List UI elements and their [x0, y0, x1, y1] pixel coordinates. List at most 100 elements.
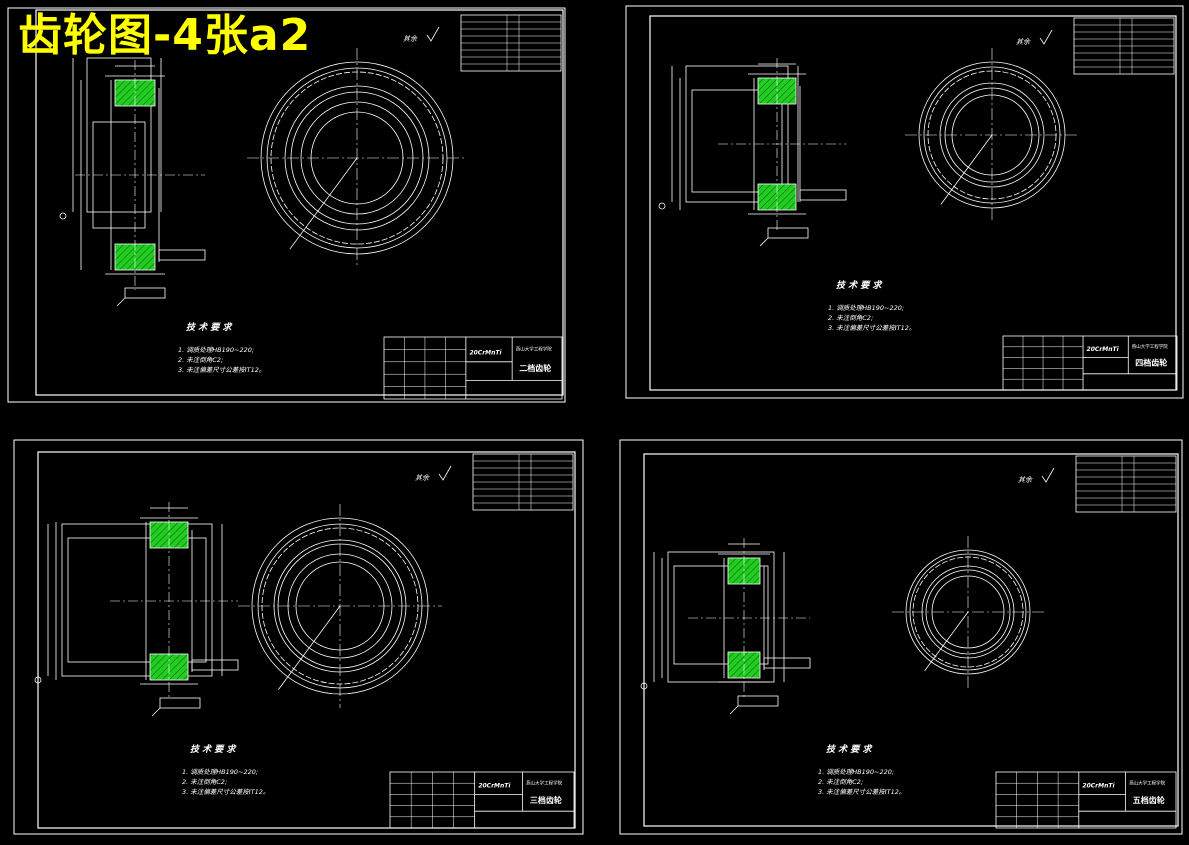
title-block-material: 20CrMnTi: [478, 783, 511, 790]
leader-line: [116, 297, 126, 307]
roughness-icon: [438, 465, 452, 481]
tech-note: 1. 调质处理HB190~220;: [828, 304, 904, 312]
tolerance-frame: [191, 659, 239, 671]
parameter-table: [1073, 17, 1175, 75]
tolerance-frame: [763, 657, 811, 669]
title-block-part-name: 三档齿轮: [530, 795, 562, 805]
roughness-icon: [426, 26, 440, 42]
bore-outline: [67, 537, 207, 663]
tech-heading: 技 术 要 求: [836, 280, 883, 291]
tolerance-frame: [158, 249, 206, 261]
tech-note: 3. 未注偏差尺寸公差按IT12。: [182, 788, 269, 796]
tech-note: 2. 未注倒角C2;: [178, 356, 223, 364]
end-view: [238, 504, 442, 708]
leader-line: [759, 237, 769, 247]
drawing-sheet-3: 其余技 术 要 求 1. 调质处理HB190~220; 2. 未注倒角C2; 3. 未…: [13, 439, 584, 835]
radius-leader: [924, 611, 969, 672]
leader-line: [729, 705, 739, 715]
sheet-border-inner: [649, 15, 1177, 391]
parameter-table: [1075, 455, 1177, 513]
leader-line: [151, 707, 161, 717]
parameter-table: [472, 453, 574, 511]
section-view: [658, 58, 847, 247]
title-block-material: 20CrMnTi: [1082, 783, 1115, 790]
tech-note: 2. 未注倒角C2;: [818, 778, 863, 786]
sheet-border-inner: [643, 453, 1179, 827]
title-block-part-name: 二档齿轮: [519, 363, 551, 373]
sheet-border-outer: [7, 7, 566, 403]
radius-leader: [289, 157, 358, 250]
title-block-school: 燕山大学工程学院: [1129, 779, 1165, 786]
title-block-frame: [389, 771, 575, 829]
tech-note: 3. 未注偏差尺寸公差按IT12。: [178, 366, 265, 374]
tech-note: 1. 调质处理HB190~220;: [818, 768, 894, 776]
title-block-school: 燕山大学工程学院: [526, 779, 562, 786]
datum-symbol: [34, 676, 42, 684]
drawing-sheet-1: 其余技 术 要 求 1. 调质处理HB190~220; 2. 未注倒角C2; 3. 未…: [7, 7, 566, 403]
parameter-table: [460, 14, 562, 72]
drawing-sheet-2: 其余技 术 要 求 1. 调质处理HB190~220; 2. 未注倒角C2; 3. 未…: [625, 5, 1184, 399]
title-block-part-name: 四档齿轮: [1135, 358, 1167, 368]
title-block-frame: [383, 336, 563, 400]
sheet-border-outer: [625, 5, 1184, 399]
roughness-icon: [1041, 467, 1055, 483]
page-title: 齿轮图-4张a2: [18, 10, 312, 61]
tolerance-frame: [159, 697, 201, 709]
datum-symbol: [658, 202, 666, 210]
gear-circle: [909, 553, 1027, 671]
title-block-part-name: 五档齿轮: [1133, 795, 1165, 805]
sheet-border-inner: [37, 451, 576, 829]
section-view: [34, 502, 239, 717]
end-view: [892, 536, 1044, 688]
tech-note: 2. 未注倒角C2;: [828, 314, 873, 322]
roughness-label: 其余: [415, 474, 430, 482]
tech-note: 1. 调质处理HB190~220;: [182, 768, 258, 776]
drawing-sheet-4: 其余技 术 要 求 1. 调质处理HB190~220; 2. 未注倒角C2; 3. 未…: [619, 439, 1183, 835]
hub-outline: [86, 57, 152, 213]
roughness-label: 其余: [1016, 38, 1031, 46]
section-view: [59, 57, 206, 307]
tech-heading: 技 术 要 求: [186, 322, 233, 333]
sheet-border-outer: [619, 439, 1183, 835]
gear-circle: [905, 549, 1031, 675]
roughness-label: 其余: [403, 35, 418, 43]
tolerance-frame: [767, 227, 809, 239]
tech-heading: 技 术 要 求: [190, 744, 237, 755]
title-block-frame: [995, 771, 1177, 829]
section-view: [640, 538, 811, 715]
end-view: [905, 48, 1079, 222]
gear-rim-bottom: [149, 653, 189, 681]
title-block-frame: [1002, 335, 1178, 391]
hub-outline: [61, 523, 213, 677]
sheet-border-inner: [35, 9, 564, 396]
tolerance-frame: [124, 287, 166, 299]
bore-outline: [691, 89, 783, 193]
radius-leader: [278, 605, 341, 690]
title-block-school: 燕山大学工程学院: [1132, 343, 1168, 350]
bore-outline: [673, 565, 769, 665]
tech-note: 2. 未注倒角C2;: [182, 778, 227, 786]
title-block-material: 20CrMnTi: [469, 349, 502, 356]
tech-note: 3. 未注偏差尺寸公差按IT12。: [818, 788, 905, 796]
tech-note: 1. 调质处理HB190~220;: [178, 346, 254, 354]
roughness-icon: [1039, 29, 1053, 45]
tolerance-frame: [799, 189, 847, 201]
radius-leader: [940, 134, 993, 205]
sheet-border-outer: [13, 439, 584, 835]
tech-note: 3. 未注偏差尺寸公差按IT12。: [828, 324, 915, 332]
title-block-material: 20CrMnTi: [1087, 346, 1120, 353]
title-block-school: 燕山大学工程学院: [516, 346, 552, 353]
tolerance-frame: [737, 695, 779, 707]
hub-outline: [685, 65, 789, 203]
tech-heading: 技 术 要 求: [826, 744, 873, 755]
roughness-label: 其余: [1018, 476, 1033, 484]
end-view: [247, 48, 467, 268]
gear-circle: [925, 569, 1011, 655]
datum-symbol: [59, 212, 67, 220]
